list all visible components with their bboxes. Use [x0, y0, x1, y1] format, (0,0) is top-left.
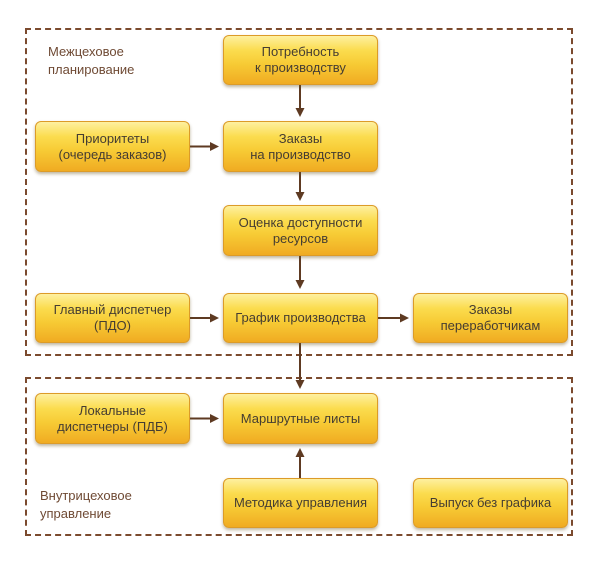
node-release-without-schedule: Выпуск без графика: [413, 478, 568, 528]
node-local-dispatchers: Локальные диспетчеры (ПДБ): [35, 393, 190, 444]
node-priorities: Приоритеты (очередь заказов): [35, 121, 190, 172]
node-processor-orders: Заказы переработчикам: [413, 293, 568, 343]
region-label-intrashop: Внутрицеховое управление: [40, 488, 132, 521]
node-production-schedule: График производства: [223, 293, 378, 343]
node-route-sheets: Маршрутные листы: [223, 393, 378, 444]
node-resource-availability: Оценка доступности ресурсов: [223, 205, 378, 256]
node-production-need: Потребность к производству: [223, 35, 378, 85]
node-chief-dispatcher: Главный диспетчер (ПДО): [35, 293, 190, 343]
node-management-methodology: Методика управления: [223, 478, 378, 528]
region-label-intershop: Межцеховое планирование: [48, 44, 135, 77]
node-production-orders: Заказы на производство: [223, 121, 378, 172]
